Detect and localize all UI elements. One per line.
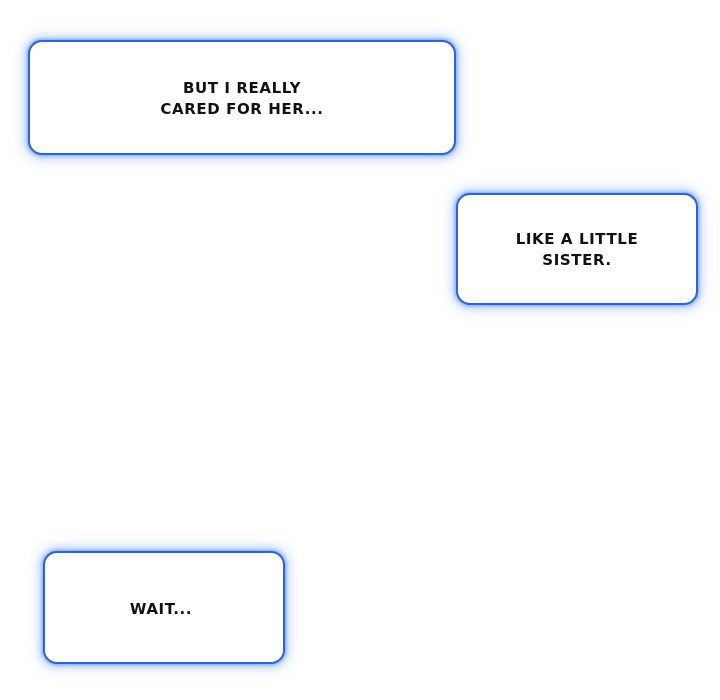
speech-bubble-1[interactable]: BUT I REALLY CARED FOR HER... — [28, 40, 456, 155]
speech-bubble-2[interactable]: LIKE A LITTLE SISTER. — [456, 193, 698, 305]
speech-bubble-3-text: WAIT... — [129, 600, 193, 618]
speech-bubble-2-text: LIKE A LITTLE SISTER. — [515, 230, 639, 270]
speech-bubble-3[interactable]: WAIT... — [43, 551, 285, 664]
speech-bubble-1-text: BUT I REALLY CARED FOR HER... — [160, 79, 324, 119]
